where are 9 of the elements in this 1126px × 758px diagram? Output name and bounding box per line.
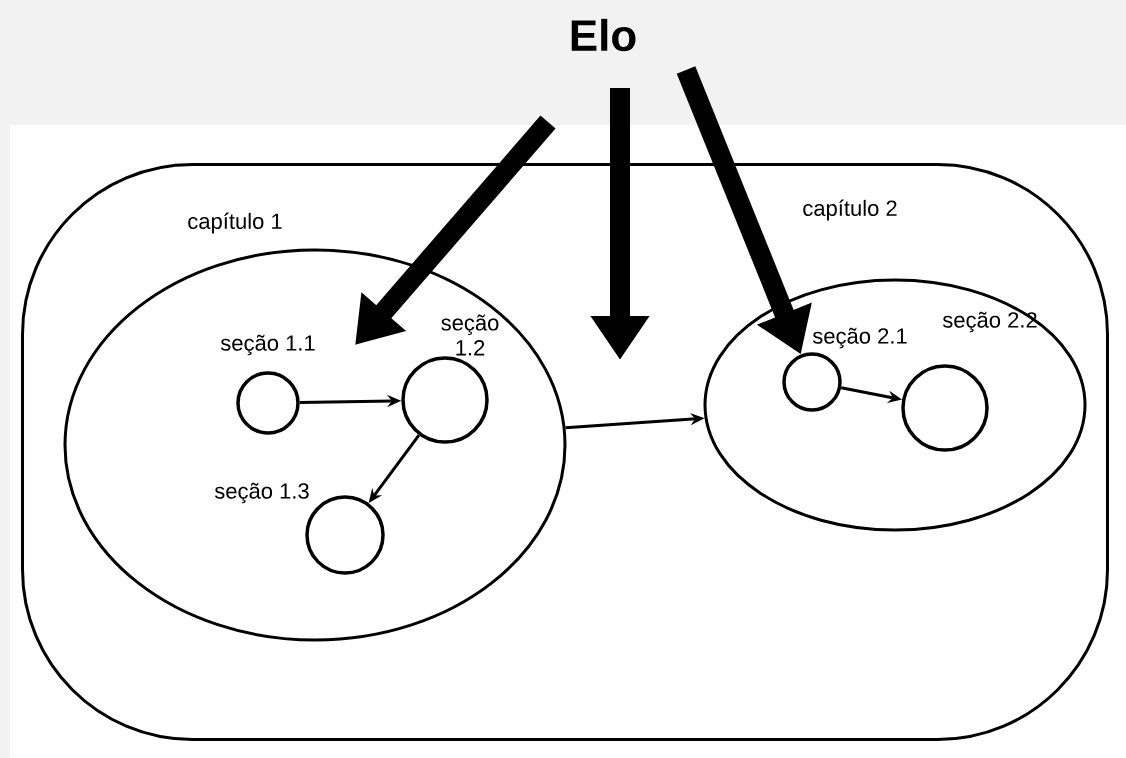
node-label: seção 1.2 bbox=[441, 314, 499, 356]
node-label: seção 2.2 bbox=[942, 311, 1037, 333]
node-label: seção 2.1 bbox=[812, 327, 907, 349]
outline-shape bbox=[21, 163, 1109, 741]
node-label: seção 1.3 bbox=[214, 482, 309, 504]
node-label: seção 1.1 bbox=[220, 334, 315, 356]
title-text: Elo bbox=[571, 18, 636, 52]
node-label: capítulo 2 bbox=[803, 199, 897, 221]
node-label: capítulo 1 bbox=[188, 212, 282, 234]
